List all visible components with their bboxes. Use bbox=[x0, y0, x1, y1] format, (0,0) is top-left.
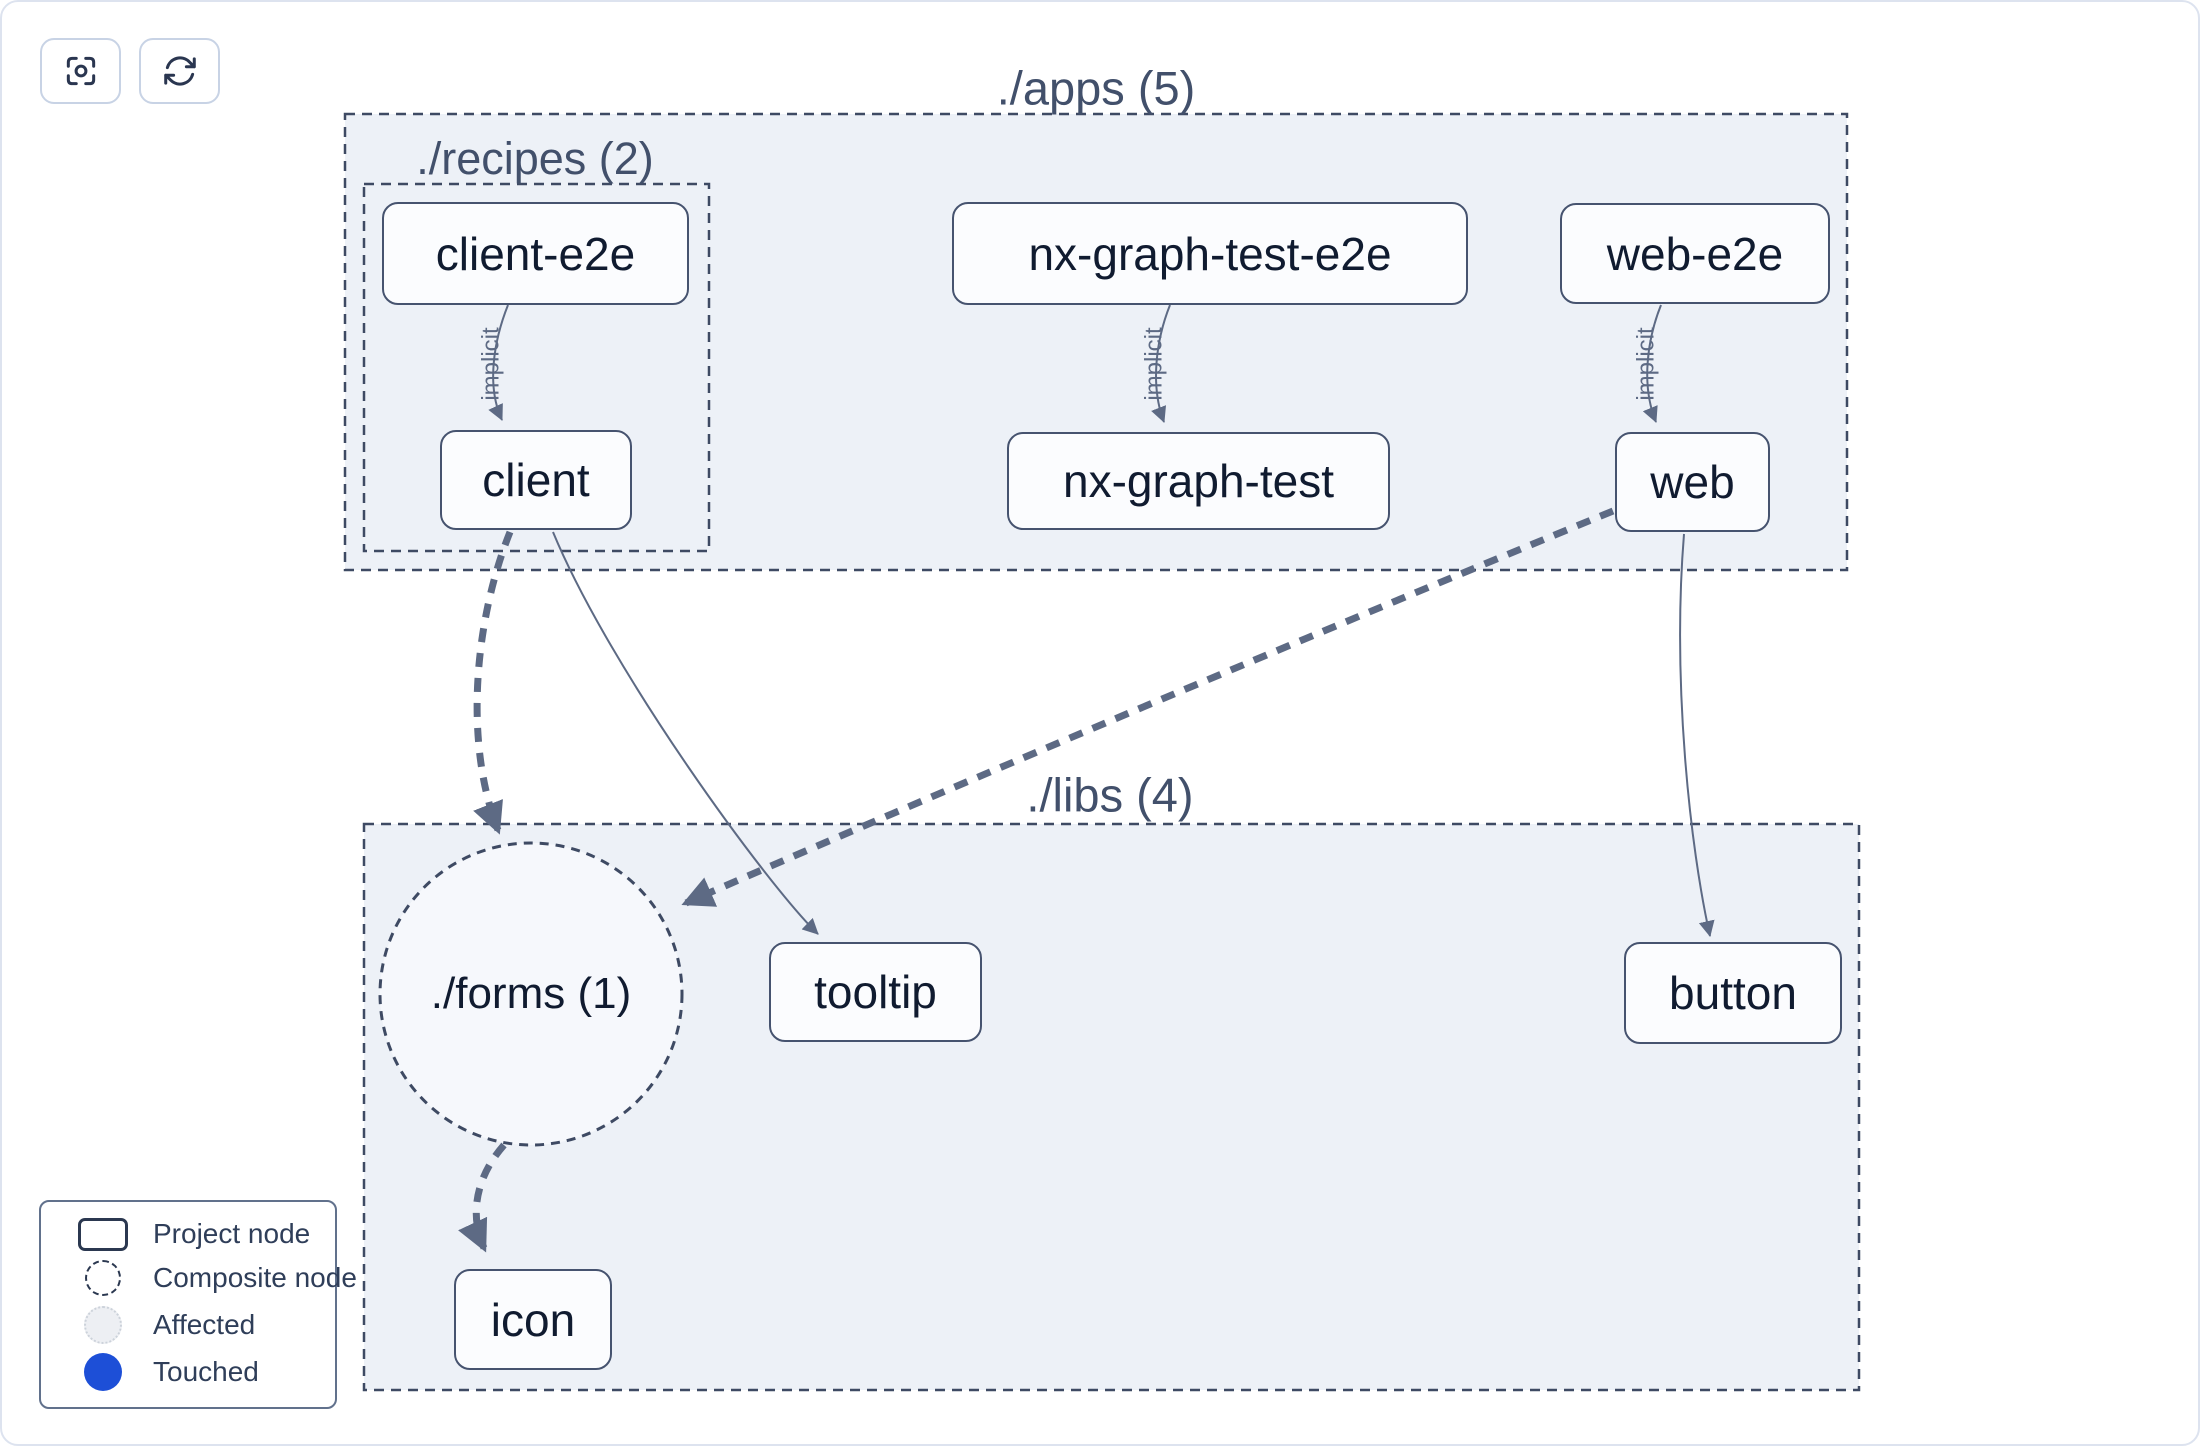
node-web[interactable]: web bbox=[1615, 432, 1770, 532]
composite-node-forms[interactable] bbox=[378, 841, 684, 1147]
node-tooltip[interactable]: tooltip bbox=[769, 942, 982, 1042]
project-node-swatch bbox=[78, 1217, 128, 1251]
legend-label: Touched bbox=[153, 1356, 259, 1388]
group-title-apps: ./apps (5) bbox=[996, 61, 1196, 115]
edge-label-implicit: implicit bbox=[1633, 327, 1660, 401]
legend-label: Composite node bbox=[153, 1262, 357, 1294]
graph-legend: Project node Composite node Affected Tou… bbox=[39, 1200, 357, 1409]
legend-item-touched: Touched bbox=[41, 1353, 335, 1392]
refresh-graph-button[interactable] bbox=[139, 38, 220, 104]
graph-toolbar bbox=[40, 38, 220, 104]
center-graph-button[interactable] bbox=[40, 38, 121, 104]
edge-forms-to-icon bbox=[458, 1142, 507, 1253]
node-button[interactable]: button bbox=[1624, 942, 1842, 1044]
composite-node-swatch bbox=[85, 1260, 121, 1297]
edge-client-to-forms bbox=[473, 530, 514, 835]
node-nx-graph-test-e2e[interactable]: nx-graph-test-e2e bbox=[952, 202, 1468, 305]
node-nx-graph-test[interactable]: nx-graph-test bbox=[1007, 432, 1390, 530]
focus-icon bbox=[62, 52, 100, 90]
edge-nx-graph-test-e2e-to-nx-graph-test bbox=[1151, 304, 1171, 423]
legend-item-project-node: Project node bbox=[41, 1217, 335, 1251]
node-client[interactable]: client bbox=[440, 430, 632, 530]
node-client-e2e[interactable]: client-e2e bbox=[382, 202, 689, 305]
legend-item-composite-node: Composite node bbox=[41, 1260, 357, 1297]
edge-web-to-forms bbox=[681, 507, 1615, 907]
legend-label: Affected bbox=[153, 1308, 256, 1340]
group-title-libs: ./libs (4) bbox=[1026, 768, 1194, 822]
edge-label-implicit: implicit bbox=[478, 327, 505, 401]
node-icon[interactable]: icon bbox=[454, 1269, 612, 1370]
edge-label-implicit: implicit bbox=[1141, 327, 1168, 401]
affected-swatch bbox=[84, 1305, 122, 1344]
node-web-e2e[interactable]: web-e2e bbox=[1560, 203, 1830, 304]
edge-client-e2e-to-client bbox=[488, 304, 509, 421]
refresh-icon bbox=[161, 52, 199, 90]
legend-label: Project node bbox=[153, 1218, 311, 1250]
edge-web-e2e-to-web bbox=[1642, 304, 1662, 423]
legend-item-affected: Affected bbox=[41, 1305, 335, 1344]
edge-client-to-tooltip bbox=[552, 531, 819, 935]
group-title-recipes: ./recipes (2) bbox=[416, 133, 654, 184]
touched-swatch bbox=[84, 1353, 122, 1392]
edge-web-to-button bbox=[1679, 533, 1715, 937]
composite-node-forms-label: ./forms (1) bbox=[430, 969, 632, 1018]
